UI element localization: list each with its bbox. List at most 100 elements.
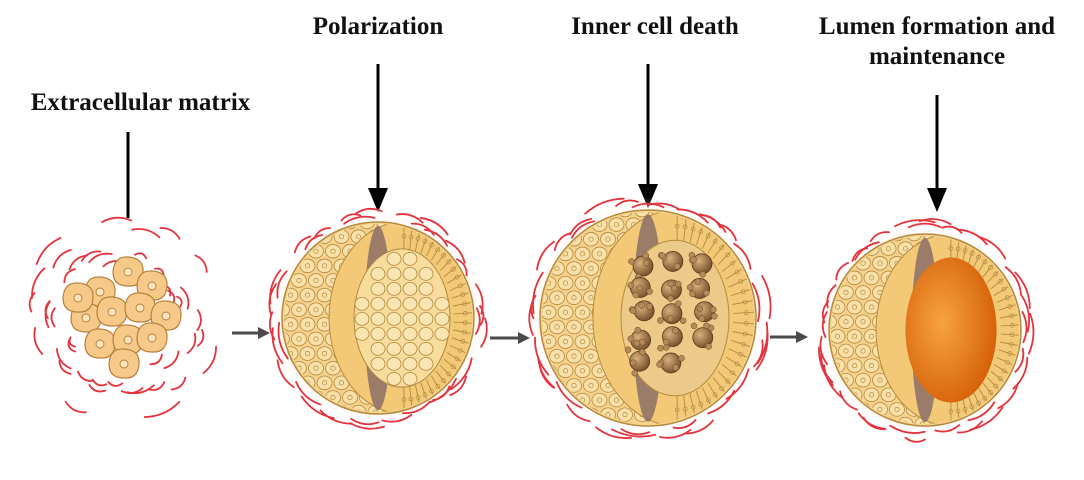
inner-cell xyxy=(387,267,401,280)
apoptotic-body xyxy=(691,257,697,263)
inner-cell xyxy=(371,327,385,340)
epithelial-cell xyxy=(847,359,862,373)
epithelial-cell xyxy=(558,364,573,378)
stage-lumen-cyst xyxy=(815,219,1035,442)
ecm-fiber xyxy=(93,380,107,386)
epithelial-cell xyxy=(584,232,599,246)
epithelial-cell xyxy=(830,330,845,344)
ecm-fiber xyxy=(102,218,131,222)
epithelial-cell xyxy=(856,373,871,387)
cell-nucleus xyxy=(555,412,559,416)
ecm-fiber xyxy=(188,333,196,353)
epithelial-cell xyxy=(856,286,871,300)
inner-cell xyxy=(371,267,385,280)
cell-nucleus xyxy=(1014,407,1018,411)
inner-cell xyxy=(371,312,385,325)
ecm-fiber xyxy=(195,255,206,272)
cell-nucleus xyxy=(120,360,128,368)
epithelial-cell xyxy=(584,379,599,393)
epithelial-cell xyxy=(567,291,582,305)
epithelial-cell xyxy=(300,318,315,332)
cell-nucleus xyxy=(835,246,839,250)
cell-nucleus xyxy=(708,208,712,212)
epithelial-cell xyxy=(864,359,879,373)
cell-nucleus xyxy=(458,234,462,238)
epithelial-cell xyxy=(533,408,548,422)
ecm-fiber xyxy=(181,288,189,309)
epithelial-cell xyxy=(550,203,565,217)
epithelial-cell xyxy=(1000,417,1015,431)
inner-cell xyxy=(387,297,401,310)
epithelial-cell xyxy=(309,361,324,375)
cell-nucleus xyxy=(827,261,831,265)
apoptotic-body xyxy=(674,263,680,269)
epithelial-cell xyxy=(1009,403,1024,417)
cell-nucleus xyxy=(124,268,132,276)
cell-nucleus xyxy=(733,222,737,226)
epithelial-cell xyxy=(847,300,862,314)
epithelial-cell xyxy=(839,344,854,358)
cell-nucleus xyxy=(458,410,462,414)
epithelial-cell xyxy=(737,203,752,217)
apoptotic-body xyxy=(699,316,705,322)
cell-nucleus xyxy=(136,304,144,312)
epithelial-cell xyxy=(822,227,837,241)
inner-cell xyxy=(419,357,433,370)
apoptotic-body xyxy=(695,279,701,285)
epithelial-cell xyxy=(292,303,307,317)
epithelial-cell xyxy=(839,227,854,241)
apoptotic-cell xyxy=(633,256,653,276)
cell-nucleus xyxy=(297,220,301,224)
epithelial-cell xyxy=(864,271,879,285)
apoptotic-body xyxy=(635,327,641,333)
inner-cell xyxy=(355,327,369,340)
cell-nucleus xyxy=(467,395,471,399)
inner-cell xyxy=(403,312,417,325)
inner-cell xyxy=(387,342,401,355)
inner-cell xyxy=(371,297,385,310)
epithelial-cell xyxy=(584,349,599,363)
epithelial-cell xyxy=(300,405,315,419)
epithelial-cell xyxy=(856,344,871,358)
inner-cell xyxy=(419,267,433,280)
apoptotic-body xyxy=(643,260,649,266)
apoptotic-body xyxy=(663,339,669,345)
apoptotic-body xyxy=(679,355,685,361)
ecm-fiber xyxy=(164,351,178,368)
inner-cell xyxy=(387,252,401,265)
cell-nucleus xyxy=(844,232,848,236)
apoptotic-body xyxy=(628,258,634,264)
apoptotic-body xyxy=(673,365,679,371)
epithelial-cell xyxy=(462,215,477,229)
apoptotic-body xyxy=(625,347,631,353)
cell-nucleus xyxy=(96,340,104,348)
inner-cell xyxy=(403,327,417,340)
cell-nucleus xyxy=(288,410,292,414)
ecm-fiber xyxy=(172,377,186,389)
cell-nucleus xyxy=(742,237,746,241)
cell-nucleus xyxy=(162,312,170,320)
epithelial-cell xyxy=(309,303,324,317)
epithelial-cell xyxy=(533,232,548,246)
cell-nucleus xyxy=(861,232,865,236)
stage-inner-cell-death-cyst xyxy=(526,196,771,440)
apoptotic-body xyxy=(700,271,706,277)
cell-nucleus xyxy=(538,412,542,416)
cell-nucleus xyxy=(538,383,542,387)
epithelial-cell xyxy=(737,408,752,422)
apoptotic-body xyxy=(675,301,681,307)
apoptotic-body xyxy=(711,313,717,319)
cell-nucleus xyxy=(827,407,831,411)
apoptotic-body xyxy=(632,370,638,376)
process-arrow-1 xyxy=(232,327,270,339)
epithelial-cell xyxy=(283,405,298,419)
epithelial-cell xyxy=(822,403,837,417)
inner-cell xyxy=(387,372,401,385)
cell-nucleus xyxy=(827,232,831,236)
cell-nucleus xyxy=(725,412,729,416)
cell-nucleus xyxy=(750,222,754,226)
ecm-fiber xyxy=(203,347,216,373)
apoptotic-body xyxy=(689,291,695,297)
ecm-fiber xyxy=(34,328,42,354)
